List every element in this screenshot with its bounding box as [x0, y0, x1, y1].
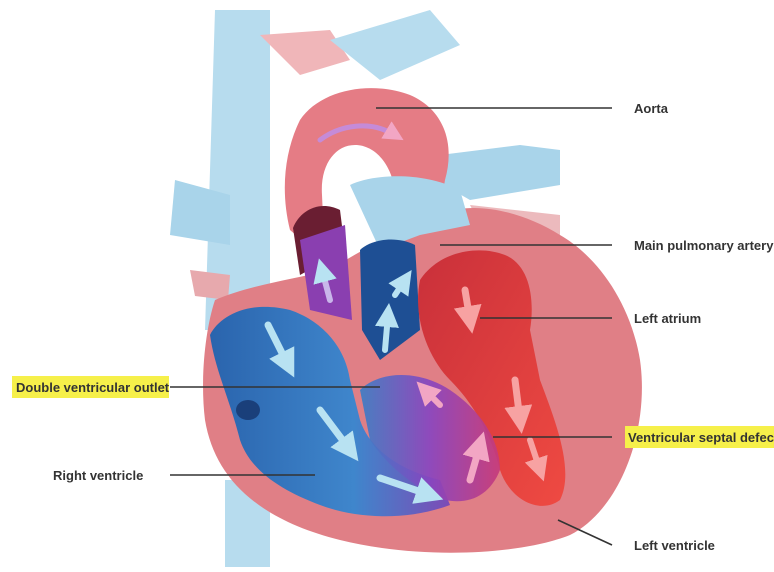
label-double-ventricular-outlet: Double ventricular outlet	[16, 380, 170, 395]
label-right-ventricle: Right ventricle	[53, 468, 143, 483]
label-left-atrium: Left atrium	[634, 311, 701, 326]
label-main-pulmonary-artery: Main pulmonary artery	[634, 238, 774, 253]
label-left-ventricle: Left ventricle	[634, 538, 715, 553]
label-aorta: Aorta	[634, 101, 669, 116]
label-ventricular-septal-defect: Ventricular septal defect	[628, 430, 774, 445]
